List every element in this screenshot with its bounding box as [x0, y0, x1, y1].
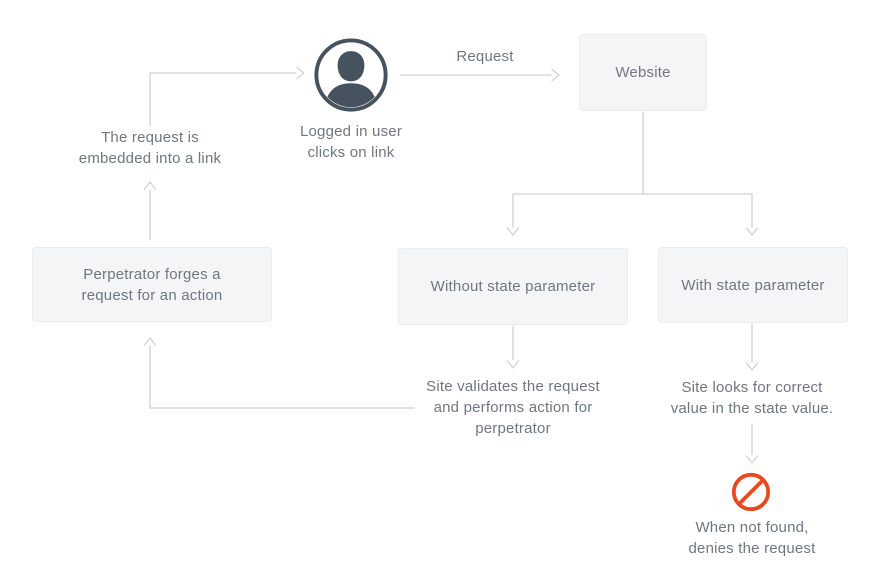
edge-perpetrator-to-embedded-link [143, 181, 157, 241]
site-validates-label: Site validates the request and performs … [426, 378, 600, 437]
edge-branch-to-with-state [745, 193, 759, 236]
edge-site-looks-to-deny [745, 423, 759, 464]
embedded-link-label: The request is embedded into a link [78, 129, 222, 167]
user-caption-label: Logged in user clicks on link [299, 123, 403, 161]
edge-embedded-link-to-user [149, 66, 305, 127]
node-perpetrator: Perpetrator forges a request for an acti… [32, 247, 272, 322]
edge-without-state-to-site-validates [506, 325, 520, 369]
edge-with-state-to-site-looks [745, 323, 759, 371]
prohibition-icon [731, 472, 771, 512]
request-edge-label: Request [456, 48, 514, 65]
edge-user-to-website [399, 68, 560, 82]
node-website: Website [579, 34, 707, 111]
denies-request-label: When not found, denies the request [688, 519, 816, 557]
node-without-state-parameter: Without state parameter [398, 248, 628, 325]
edge-site-validates-to-perpetrator [143, 337, 415, 409]
edge-branch-to-without-state [506, 193, 520, 236]
user-avatar-icon [314, 38, 388, 112]
node-with-state-parameter: With state parameter [658, 247, 848, 323]
site-looks-label: Site looks for correct value in the stat… [670, 379, 834, 417]
edge-website-branch [512, 111, 753, 195]
